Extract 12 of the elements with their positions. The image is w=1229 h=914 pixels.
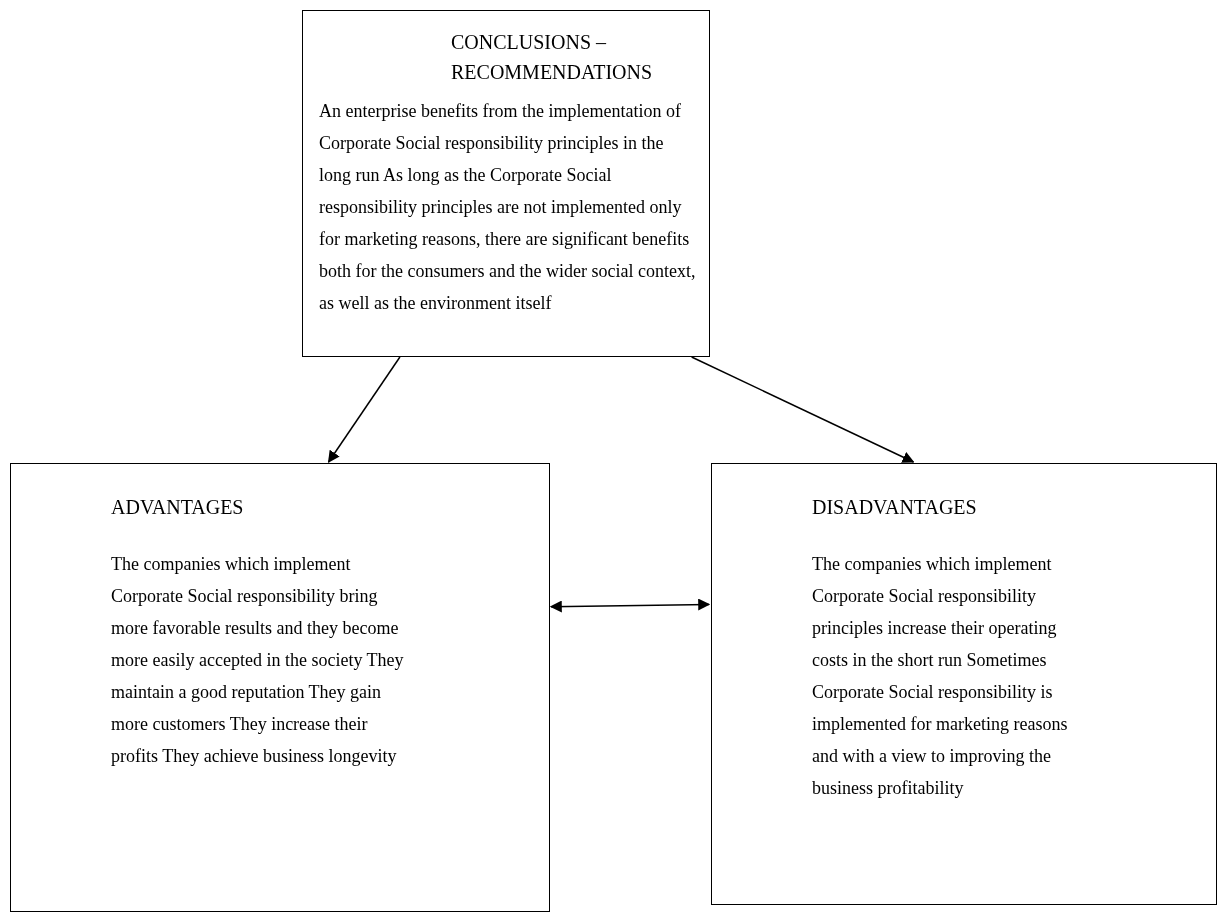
box-body-text: An enterprise benefits from the implementation of Corporate Social responsibility principles in the long run As long as the Corporate Social responsibility principles are not implemented only for marketing reasons, there are significant benefits both for the consumers and the wider social context, as well as the environment itself bbox=[319, 100, 697, 315]
box-body-text: The companies which implement Corporate Social responsibility principles increase their operating costs in the short run Sometimes Corporate Social responsibility is implemented for marketing reasons and with a view to improving the business profitability bbox=[812, 553, 1069, 800]
arrow bbox=[690, 356, 915, 463]
arrow bbox=[549, 598, 711, 613]
arrow bbox=[327, 356, 401, 463]
box-heading: DISADVANTAGES bbox=[812, 495, 978, 520]
box-body-text: The companies which implement Corporate Social responsibility bring more favorable results and they become more easily accepted in the society They maintain a good reputation They gain more customers They increase their profits They achieve business longevity bbox=[111, 553, 405, 768]
box-heading: ADVANTAGES bbox=[111, 495, 245, 520]
box-heading: CONCLUSIONS – RECOMMENDATIONS bbox=[451, 30, 654, 85]
text-box bbox=[302, 10, 710, 357]
text-box bbox=[10, 463, 550, 912]
text-box bbox=[711, 463, 1217, 905]
